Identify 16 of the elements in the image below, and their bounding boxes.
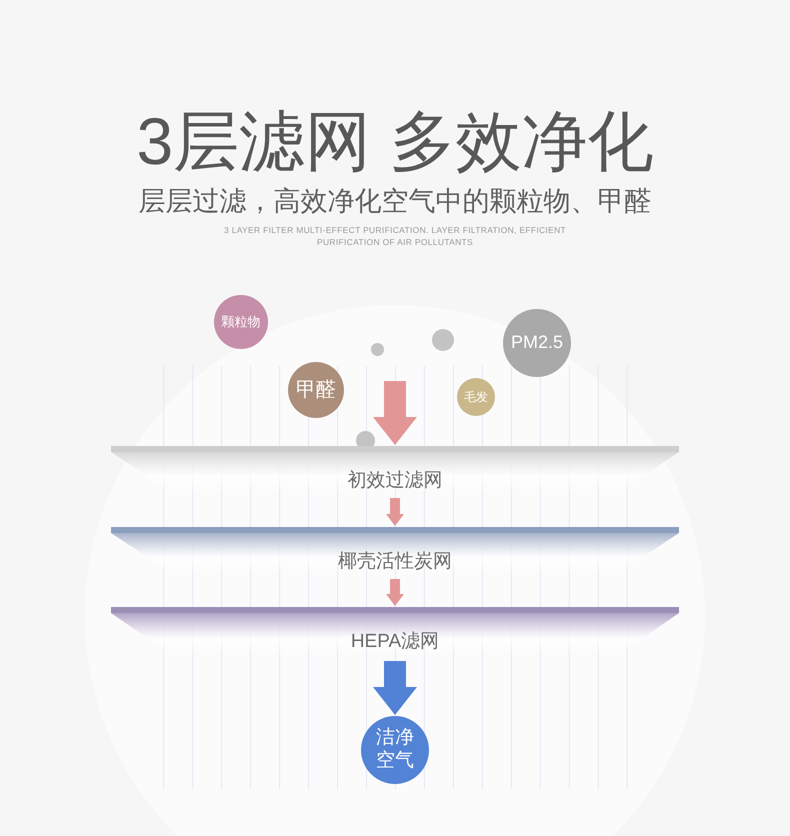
- particle-circle: [214, 295, 268, 349]
- filter-label: 椰壳活性炭网: [338, 551, 452, 573]
- arrow: [386, 579, 404, 606]
- english-subtitle: 3 LAYER FILTER MULTI-EFFECT PURIFICATION. LAYER FILTRATION, EFFICIENT PURIFICATION OF AIR POLLUTANTS: [223, 224, 567, 248]
- arrow: [373, 381, 417, 445]
- particle-label: 甲醛: [296, 378, 336, 402]
- filter-label: 初效过滤网: [348, 470, 442, 492]
- arrow: [386, 498, 404, 526]
- particle-label: PM2.5: [510, 332, 564, 354]
- particle-label: 毛发: [464, 390, 488, 404]
- filter-label: HEPA滤网: [350, 631, 440, 653]
- title: 3层滤网 多效净化: [136, 103, 654, 180]
- particle-label: 颗粒物: [222, 314, 260, 330]
- arrow: [373, 661, 417, 715]
- output-label: 洁净空气: [375, 727, 415, 773]
- subtitle: 层层过滤，高效净化空气中的颗粒物、甲醛: [138, 185, 652, 217]
